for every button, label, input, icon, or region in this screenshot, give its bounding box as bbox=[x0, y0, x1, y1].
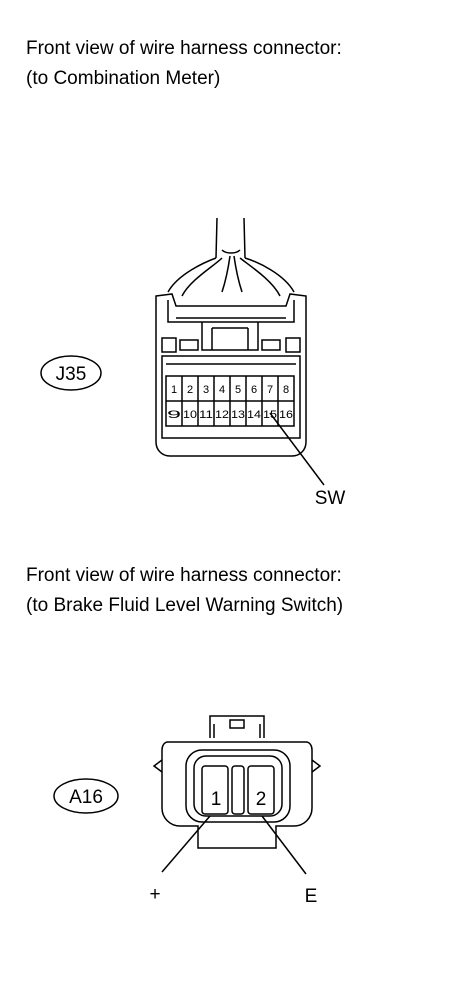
a16-connector bbox=[152, 715, 322, 875]
a16-cavity-1 bbox=[201, 765, 229, 815]
j35-left-lug bbox=[161, 337, 177, 353]
j35-caption-line2: (to Combination Meter) bbox=[26, 68, 221, 89]
a16-code-badge bbox=[53, 778, 119, 814]
j35-latch bbox=[201, 322, 259, 351]
j35-pin-11: 11 bbox=[199, 409, 213, 421]
j35-pin-3: 3 bbox=[203, 384, 209, 396]
j35-wire-bundle bbox=[167, 217, 295, 297]
j35-right-lug bbox=[285, 337, 301, 353]
j35-pin-labels: 1 2 3 4 5 6 7 8 9 10 11 12 13 14 15 16 bbox=[167, 384, 293, 421]
j35-pin-9: 9 bbox=[167, 409, 181, 421]
a16-e-label: E bbox=[305, 886, 318, 907]
a16-housing bbox=[161, 741, 313, 849]
j35-pin-8: 8 bbox=[283, 384, 289, 396]
a16-caption-line1: Front view of wire harness connector: bbox=[26, 565, 342, 586]
j35-inner-body bbox=[161, 355, 301, 439]
j35-caption: Front view of wire harness connector: (t… bbox=[26, 34, 342, 94]
j35-terminal-grid bbox=[165, 375, 295, 427]
a16-caption-line2: (to Brake Fluid Level Warning Switch) bbox=[26, 595, 344, 616]
j35-code-badge bbox=[40, 355, 102, 391]
j35-pin-2: 2 bbox=[187, 384, 193, 396]
j35-pin-7: 7 bbox=[267, 384, 273, 396]
a16-e-leader bbox=[261, 815, 307, 875]
a16-divider bbox=[231, 765, 245, 815]
a16-left-tab bbox=[152, 759, 163, 773]
a16-latch bbox=[209, 715, 265, 738]
j35-pin-13: 13 bbox=[231, 409, 245, 421]
j35-pin-15: 15 bbox=[263, 409, 277, 421]
j35-pin-14: 14 bbox=[247, 409, 261, 421]
j35-housing bbox=[155, 293, 307, 457]
j35-connector bbox=[155, 217, 325, 486]
j35-pin-10: 10 bbox=[183, 409, 197, 421]
a16-code-label: A16 bbox=[69, 787, 103, 808]
a16-caption: Front view of wire harness connector: (t… bbox=[26, 561, 343, 621]
j35-sw-label: SW bbox=[315, 488, 346, 509]
a16-pin-1: 1 bbox=[211, 789, 222, 810]
j35-pin-6: 6 bbox=[251, 384, 257, 396]
j35-pin-16: 16 bbox=[279, 409, 293, 421]
j35-code-label: J35 bbox=[56, 364, 87, 385]
a16-cavity-2 bbox=[247, 765, 275, 815]
j35-caption-line1: Front view of wire harness connector: bbox=[26, 38, 342, 59]
j35-pin-4: 4 bbox=[219, 384, 225, 396]
j35-top-contour bbox=[167, 300, 295, 323]
j35-sw-leader bbox=[269, 412, 325, 486]
j35-pin-1: 1 bbox=[171, 384, 177, 396]
j35-pin-12: 12 bbox=[215, 409, 229, 421]
a16-plus-leader bbox=[161, 815, 211, 873]
a16-inner-ring bbox=[185, 749, 291, 823]
a16-right-tab bbox=[311, 759, 322, 773]
a16-plus-label: + bbox=[149, 884, 160, 905]
j35-pin-5: 5 bbox=[235, 384, 241, 396]
a16-pin-2: 2 bbox=[256, 789, 267, 810]
